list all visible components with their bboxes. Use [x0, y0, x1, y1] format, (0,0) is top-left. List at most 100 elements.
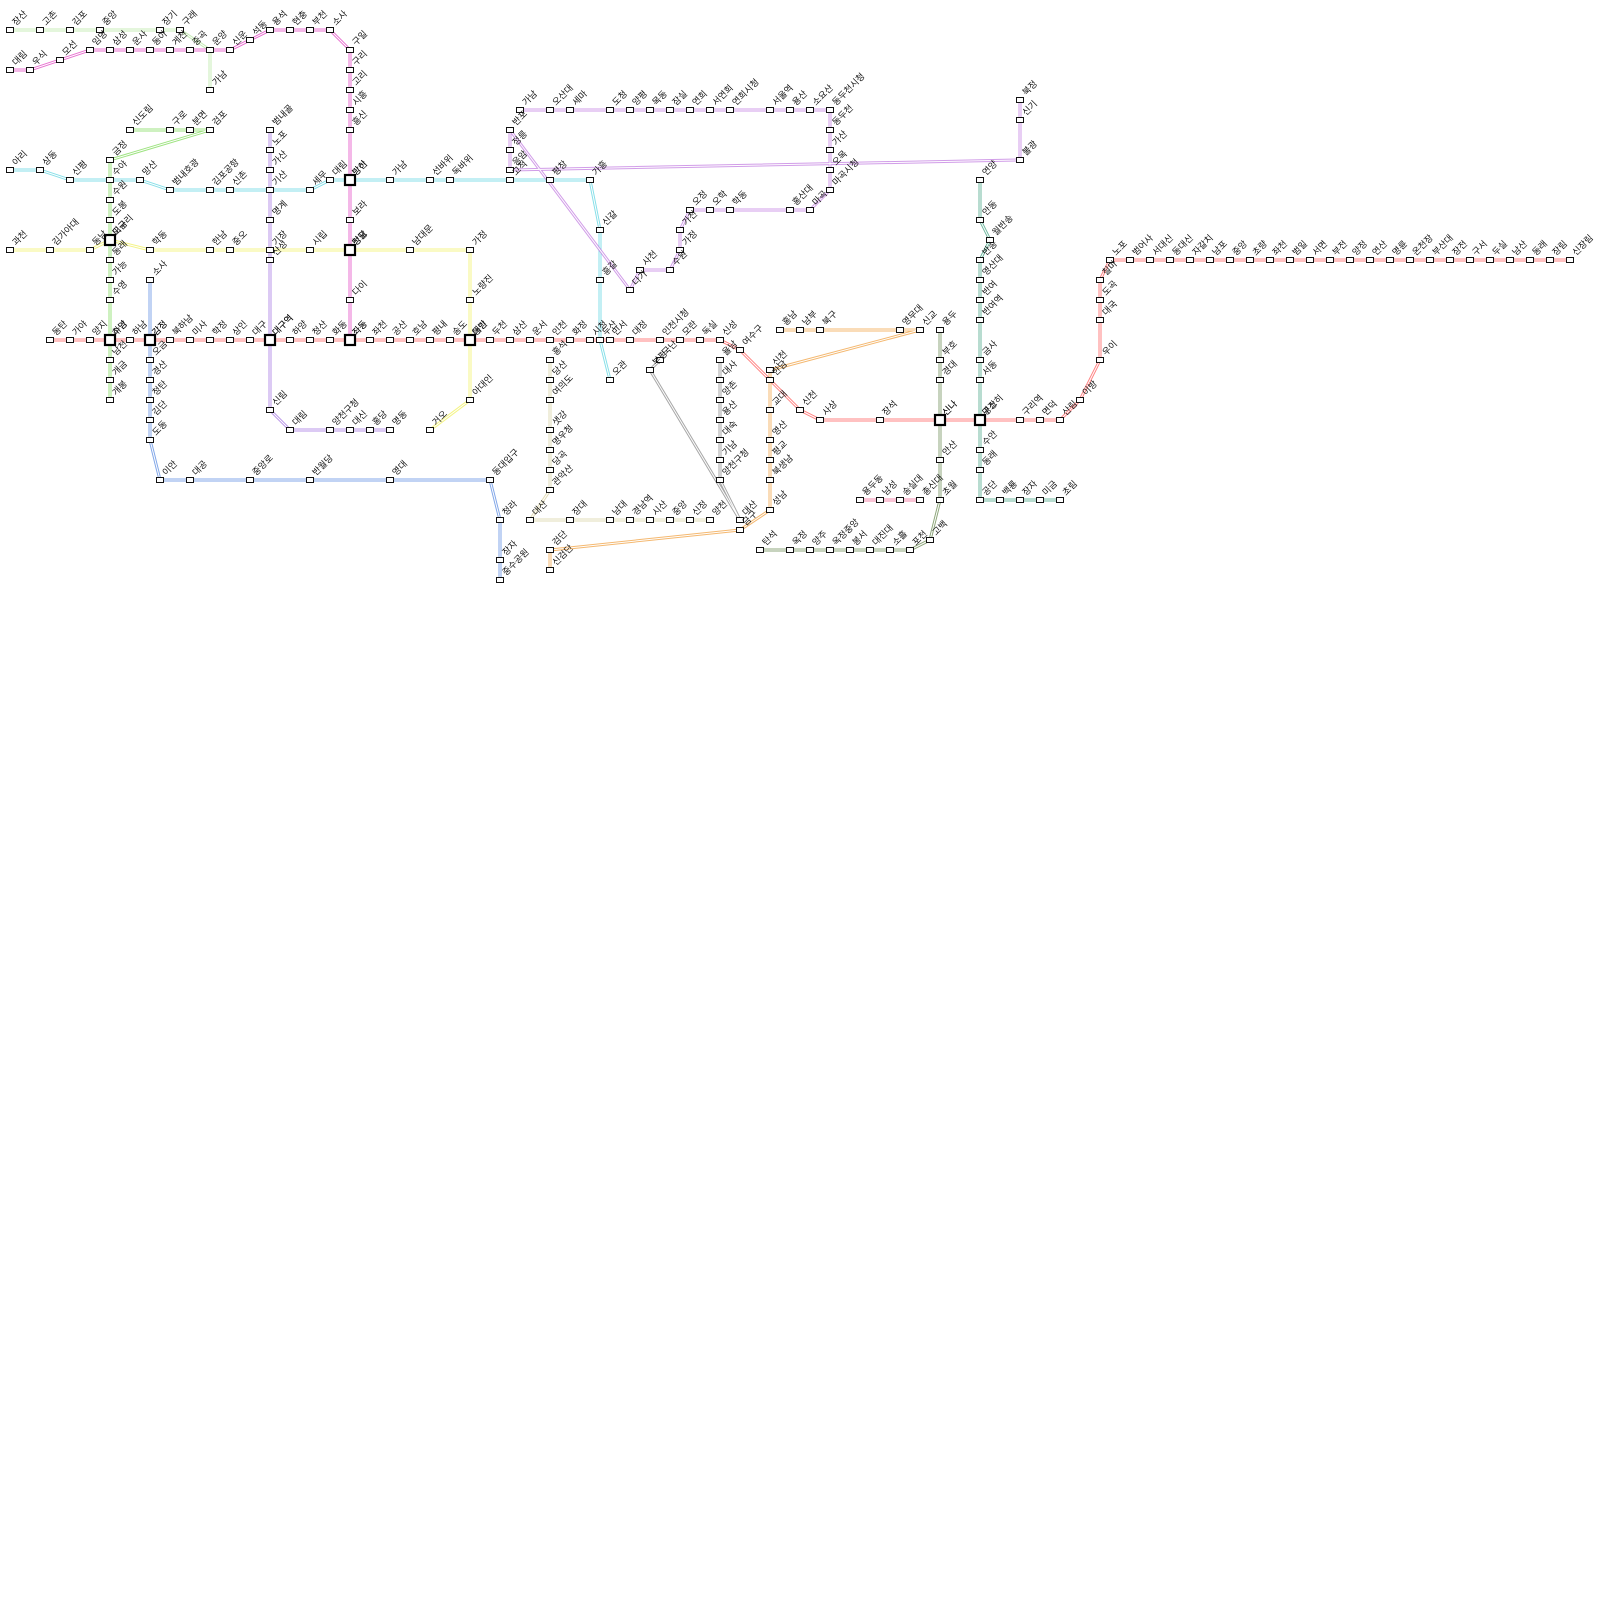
station-marker[interactable] [246, 477, 254, 483]
station-marker[interactable] [666, 107, 674, 113]
station-marker[interactable] [706, 207, 714, 213]
station-marker[interactable] [406, 247, 414, 253]
station-marker[interactable] [1506, 257, 1514, 263]
station-marker[interactable] [656, 337, 664, 343]
station-marker[interactable] [143, 333, 157, 347]
station-marker[interactable] [136, 177, 144, 183]
station-marker[interactable] [206, 127, 214, 133]
station-marker[interactable] [1056, 497, 1064, 503]
station-marker[interactable] [1446, 257, 1454, 263]
station-marker[interactable] [996, 497, 1004, 503]
station-marker[interactable] [266, 247, 274, 253]
station-marker[interactable] [1326, 257, 1334, 263]
station-marker[interactable] [1076, 397, 1084, 403]
station-marker[interactable] [936, 357, 944, 363]
station-marker[interactable] [906, 547, 914, 553]
station-marker[interactable] [986, 237, 994, 243]
station-marker[interactable] [1096, 317, 1104, 323]
station-marker[interactable] [546, 337, 554, 343]
station-marker[interactable] [206, 247, 214, 253]
station-marker[interactable] [343, 333, 357, 347]
station-marker[interactable] [826, 167, 834, 173]
station-marker[interactable] [496, 577, 504, 583]
station-marker[interactable] [1096, 297, 1104, 303]
station-marker[interactable] [266, 217, 274, 223]
station-marker[interactable] [1166, 257, 1174, 263]
station-marker[interactable] [676, 247, 684, 253]
station-marker[interactable] [686, 107, 694, 113]
station-marker[interactable] [546, 467, 554, 473]
station-marker[interactable] [1266, 257, 1274, 263]
station-marker[interactable] [876, 417, 884, 423]
station-marker[interactable] [1096, 357, 1104, 363]
station-marker[interactable] [266, 147, 274, 153]
station-marker[interactable] [266, 257, 274, 263]
station-marker[interactable] [636, 267, 644, 273]
station-marker[interactable] [546, 427, 554, 433]
station-marker[interactable] [766, 367, 774, 373]
station-marker[interactable] [1386, 257, 1394, 263]
station-marker[interactable] [976, 277, 984, 283]
station-marker[interactable] [346, 67, 354, 73]
station-marker[interactable] [726, 207, 734, 213]
station-marker[interactable] [736, 347, 744, 353]
station-marker[interactable] [426, 427, 434, 433]
station-marker[interactable] [266, 407, 274, 413]
station-marker[interactable] [936, 377, 944, 383]
station-marker[interactable] [326, 27, 334, 33]
station-marker[interactable] [306, 337, 314, 343]
station-marker[interactable] [266, 167, 274, 173]
station-marker[interactable] [766, 377, 774, 383]
station-marker[interactable] [286, 337, 294, 343]
station-marker[interactable] [866, 547, 874, 553]
station-marker[interactable] [1366, 257, 1374, 263]
station-marker[interactable] [826, 147, 834, 153]
station-marker[interactable] [206, 47, 214, 53]
station-marker[interactable] [1526, 257, 1534, 263]
station-marker[interactable] [716, 357, 724, 363]
station-marker[interactable] [1106, 257, 1114, 263]
station-marker[interactable] [343, 173, 357, 187]
station-marker[interactable] [936, 327, 944, 333]
station-marker[interactable] [766, 407, 774, 413]
station-marker[interactable] [566, 107, 574, 113]
station-marker[interactable] [46, 337, 54, 343]
station-marker[interactable] [226, 247, 234, 253]
station-marker[interactable] [146, 397, 154, 403]
station-marker[interactable] [506, 147, 514, 153]
station-marker[interactable] [86, 47, 94, 53]
station-marker[interactable] [366, 337, 374, 343]
station-marker[interactable] [466, 397, 474, 403]
station-marker[interactable] [776, 327, 784, 333]
station-marker[interactable] [973, 413, 987, 427]
station-marker[interactable] [176, 27, 184, 33]
station-marker[interactable] [146, 357, 154, 363]
station-marker[interactable] [103, 233, 117, 247]
station-marker[interactable] [546, 357, 554, 363]
station-marker[interactable] [266, 187, 274, 193]
station-marker[interactable] [526, 337, 534, 343]
station-marker[interactable] [1206, 257, 1214, 263]
station-marker[interactable] [546, 377, 554, 383]
station-marker[interactable] [1426, 257, 1434, 263]
station-marker[interactable] [106, 357, 114, 363]
station-marker[interactable] [846, 547, 854, 553]
station-marker[interactable] [586, 177, 594, 183]
station-marker[interactable] [626, 287, 634, 293]
station-marker[interactable] [646, 107, 654, 113]
station-marker[interactable] [1096, 277, 1104, 283]
station-marker[interactable] [56, 57, 64, 63]
station-marker[interactable] [606, 377, 614, 383]
station-marker[interactable] [106, 177, 114, 183]
station-marker[interactable] [916, 497, 924, 503]
station-marker[interactable] [506, 177, 514, 183]
station-marker[interactable] [1286, 257, 1294, 263]
station-marker[interactable] [346, 47, 354, 53]
station-marker[interactable] [106, 397, 114, 403]
station-marker[interactable] [426, 177, 434, 183]
station-marker[interactable] [606, 107, 614, 113]
station-marker[interactable] [656, 357, 664, 363]
station-marker[interactable] [766, 457, 774, 463]
station-marker[interactable] [146, 277, 154, 283]
station-marker[interactable] [496, 517, 504, 523]
